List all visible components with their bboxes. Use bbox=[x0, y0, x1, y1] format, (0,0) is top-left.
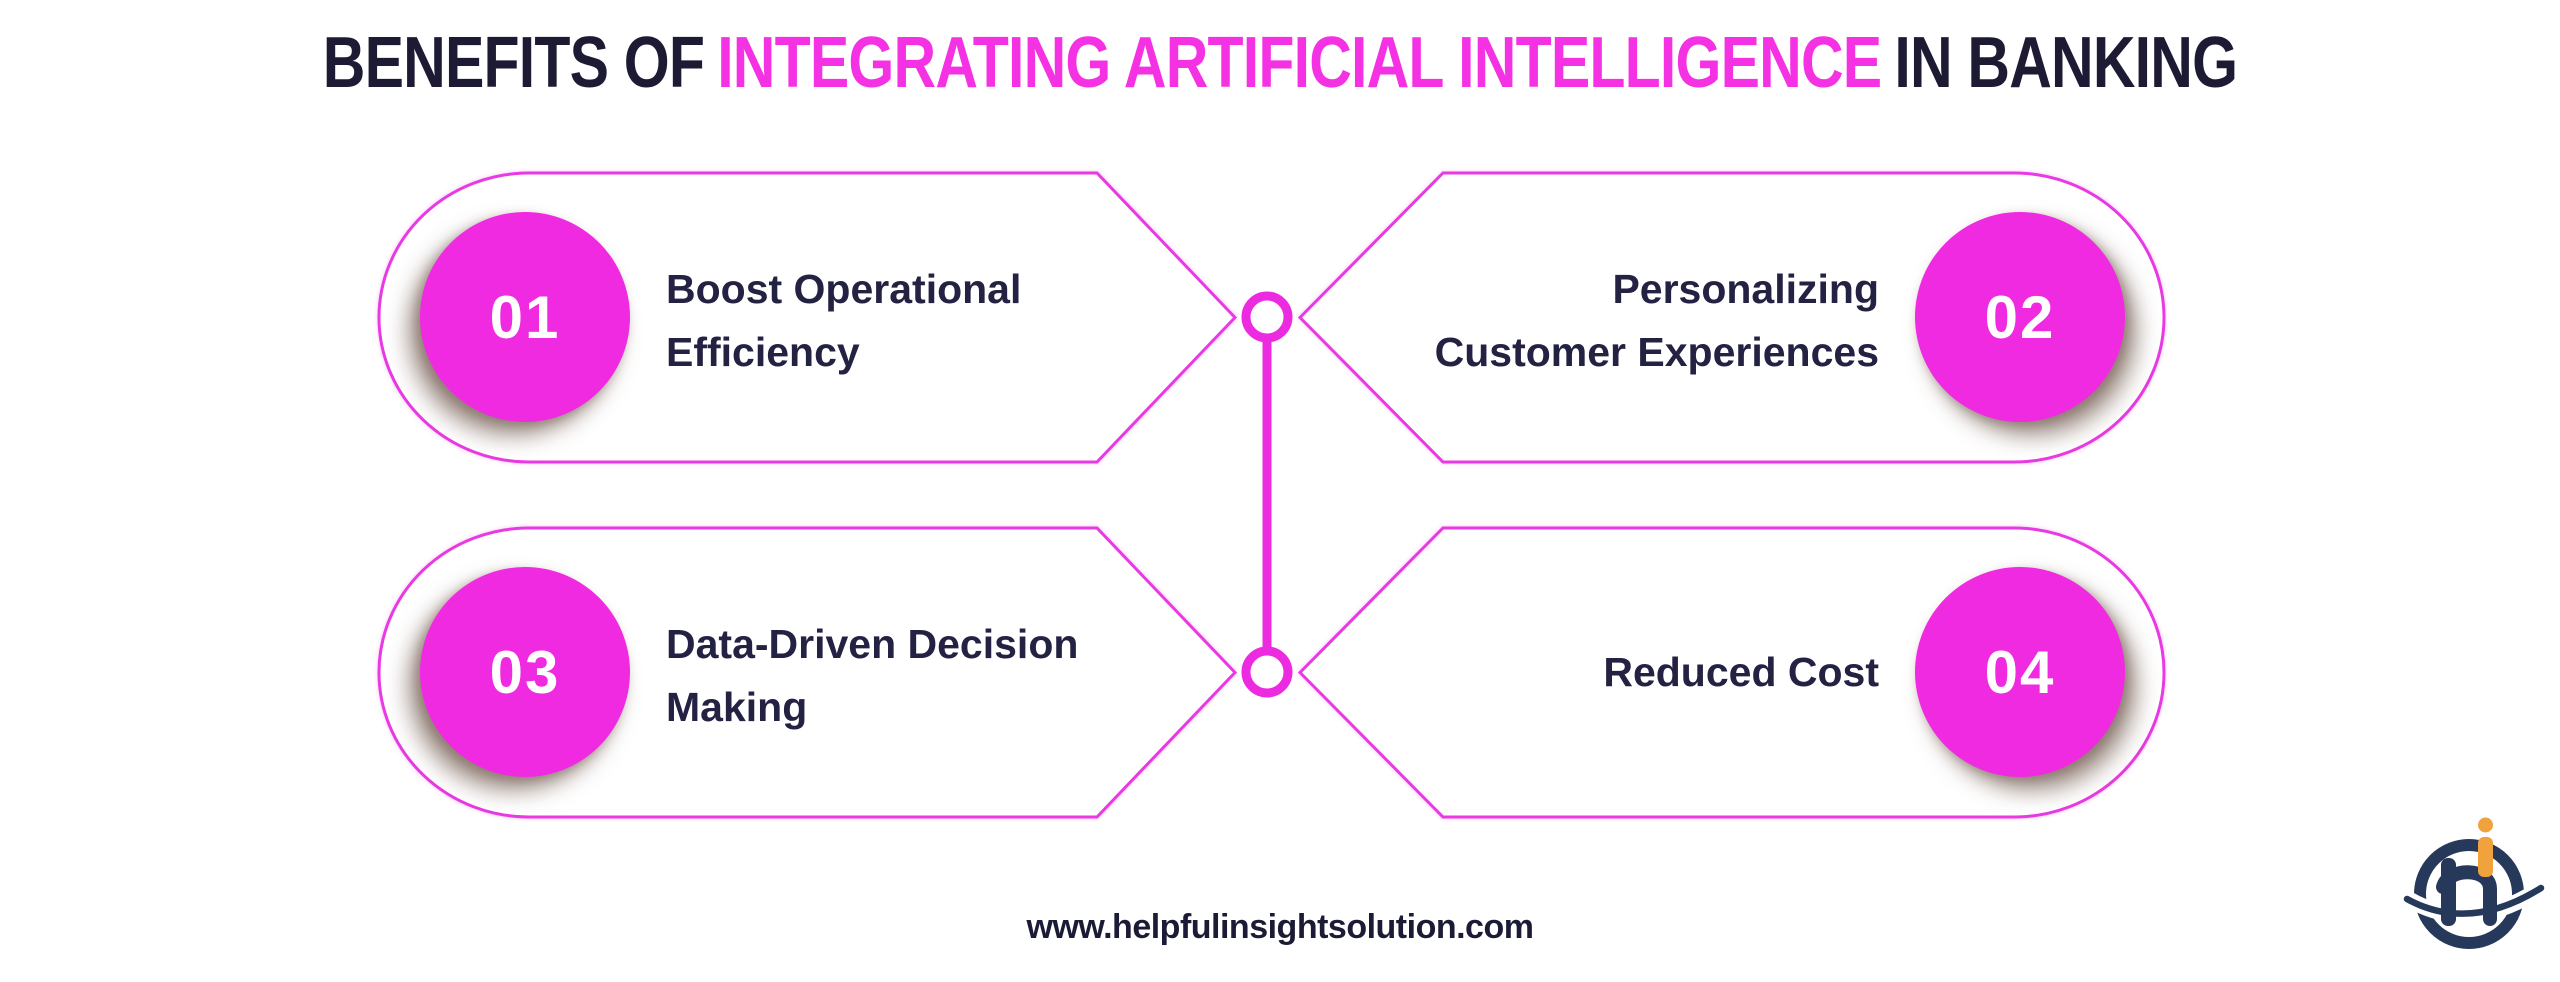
card-1-label-line-2: Efficiency bbox=[666, 329, 860, 375]
card-1-label: Boost Operational Efficiency bbox=[666, 258, 1021, 384]
card-1: 01 Boost Operational Efficiency bbox=[377, 171, 1238, 464]
footer-website: www.helpfulinsightsolution.com bbox=[1026, 908, 1534, 946]
card-4-label: Reduced Cost bbox=[1603, 641, 1879, 704]
badge-1-number: 01 bbox=[489, 283, 561, 351]
number-badge-4: 04 bbox=[1915, 567, 2125, 777]
card-1-label-line-1: Boost Operational bbox=[666, 266, 1022, 312]
logo-swoosh bbox=[2403, 884, 2545, 917]
card-2: 02 Personalizing Customer Experiences bbox=[1297, 171, 2166, 464]
card-4: 04 Reduced Cost bbox=[1297, 526, 2166, 819]
number-badge-1: 01 bbox=[420, 212, 630, 422]
number-badge-3: 03 bbox=[420, 567, 630, 777]
connector-node-top-icon bbox=[1241, 291, 1293, 343]
logo-i-stem bbox=[2478, 837, 2493, 877]
logo-ring bbox=[2414, 839, 2524, 949]
badge-2-number: 02 bbox=[1984, 283, 2056, 351]
logo-i-dot bbox=[2478, 817, 2493, 833]
logo-h-arch bbox=[2436, 865, 2497, 926]
title-part-1: BENEFITS OF bbox=[322, 23, 705, 103]
card-3: 03 Data-Driven Decision Making bbox=[377, 526, 1238, 819]
connector-node-bottom-icon bbox=[1241, 646, 1293, 698]
card-2-label-line-1: Personalizing bbox=[1612, 266, 1879, 312]
card-2-label: Personalizing Customer Experiences bbox=[1435, 258, 1879, 384]
badge-4-number: 04 bbox=[1984, 638, 2056, 706]
card-3-label-line-2: Making bbox=[666, 684, 808, 730]
card-3-label: Data-Driven Decision Making bbox=[666, 613, 1078, 739]
connector bbox=[1241, 291, 1293, 698]
badge-3-number: 03 bbox=[489, 638, 561, 706]
title-highlight: INTEGRATING ARTIFICIAL INTELLIGENCE bbox=[717, 23, 1882, 103]
card-3-label-line-1: Data-Driven Decision bbox=[666, 621, 1079, 667]
helpful-insight-logo-icon bbox=[2397, 817, 2551, 949]
card-2-label-line-2: Customer Experiences bbox=[1434, 329, 1879, 375]
card-4-label-line-1: Reduced Cost bbox=[1603, 649, 1879, 695]
number-badge-2: 02 bbox=[1915, 212, 2125, 422]
title-part-2: IN BANKING bbox=[1894, 23, 2238, 103]
